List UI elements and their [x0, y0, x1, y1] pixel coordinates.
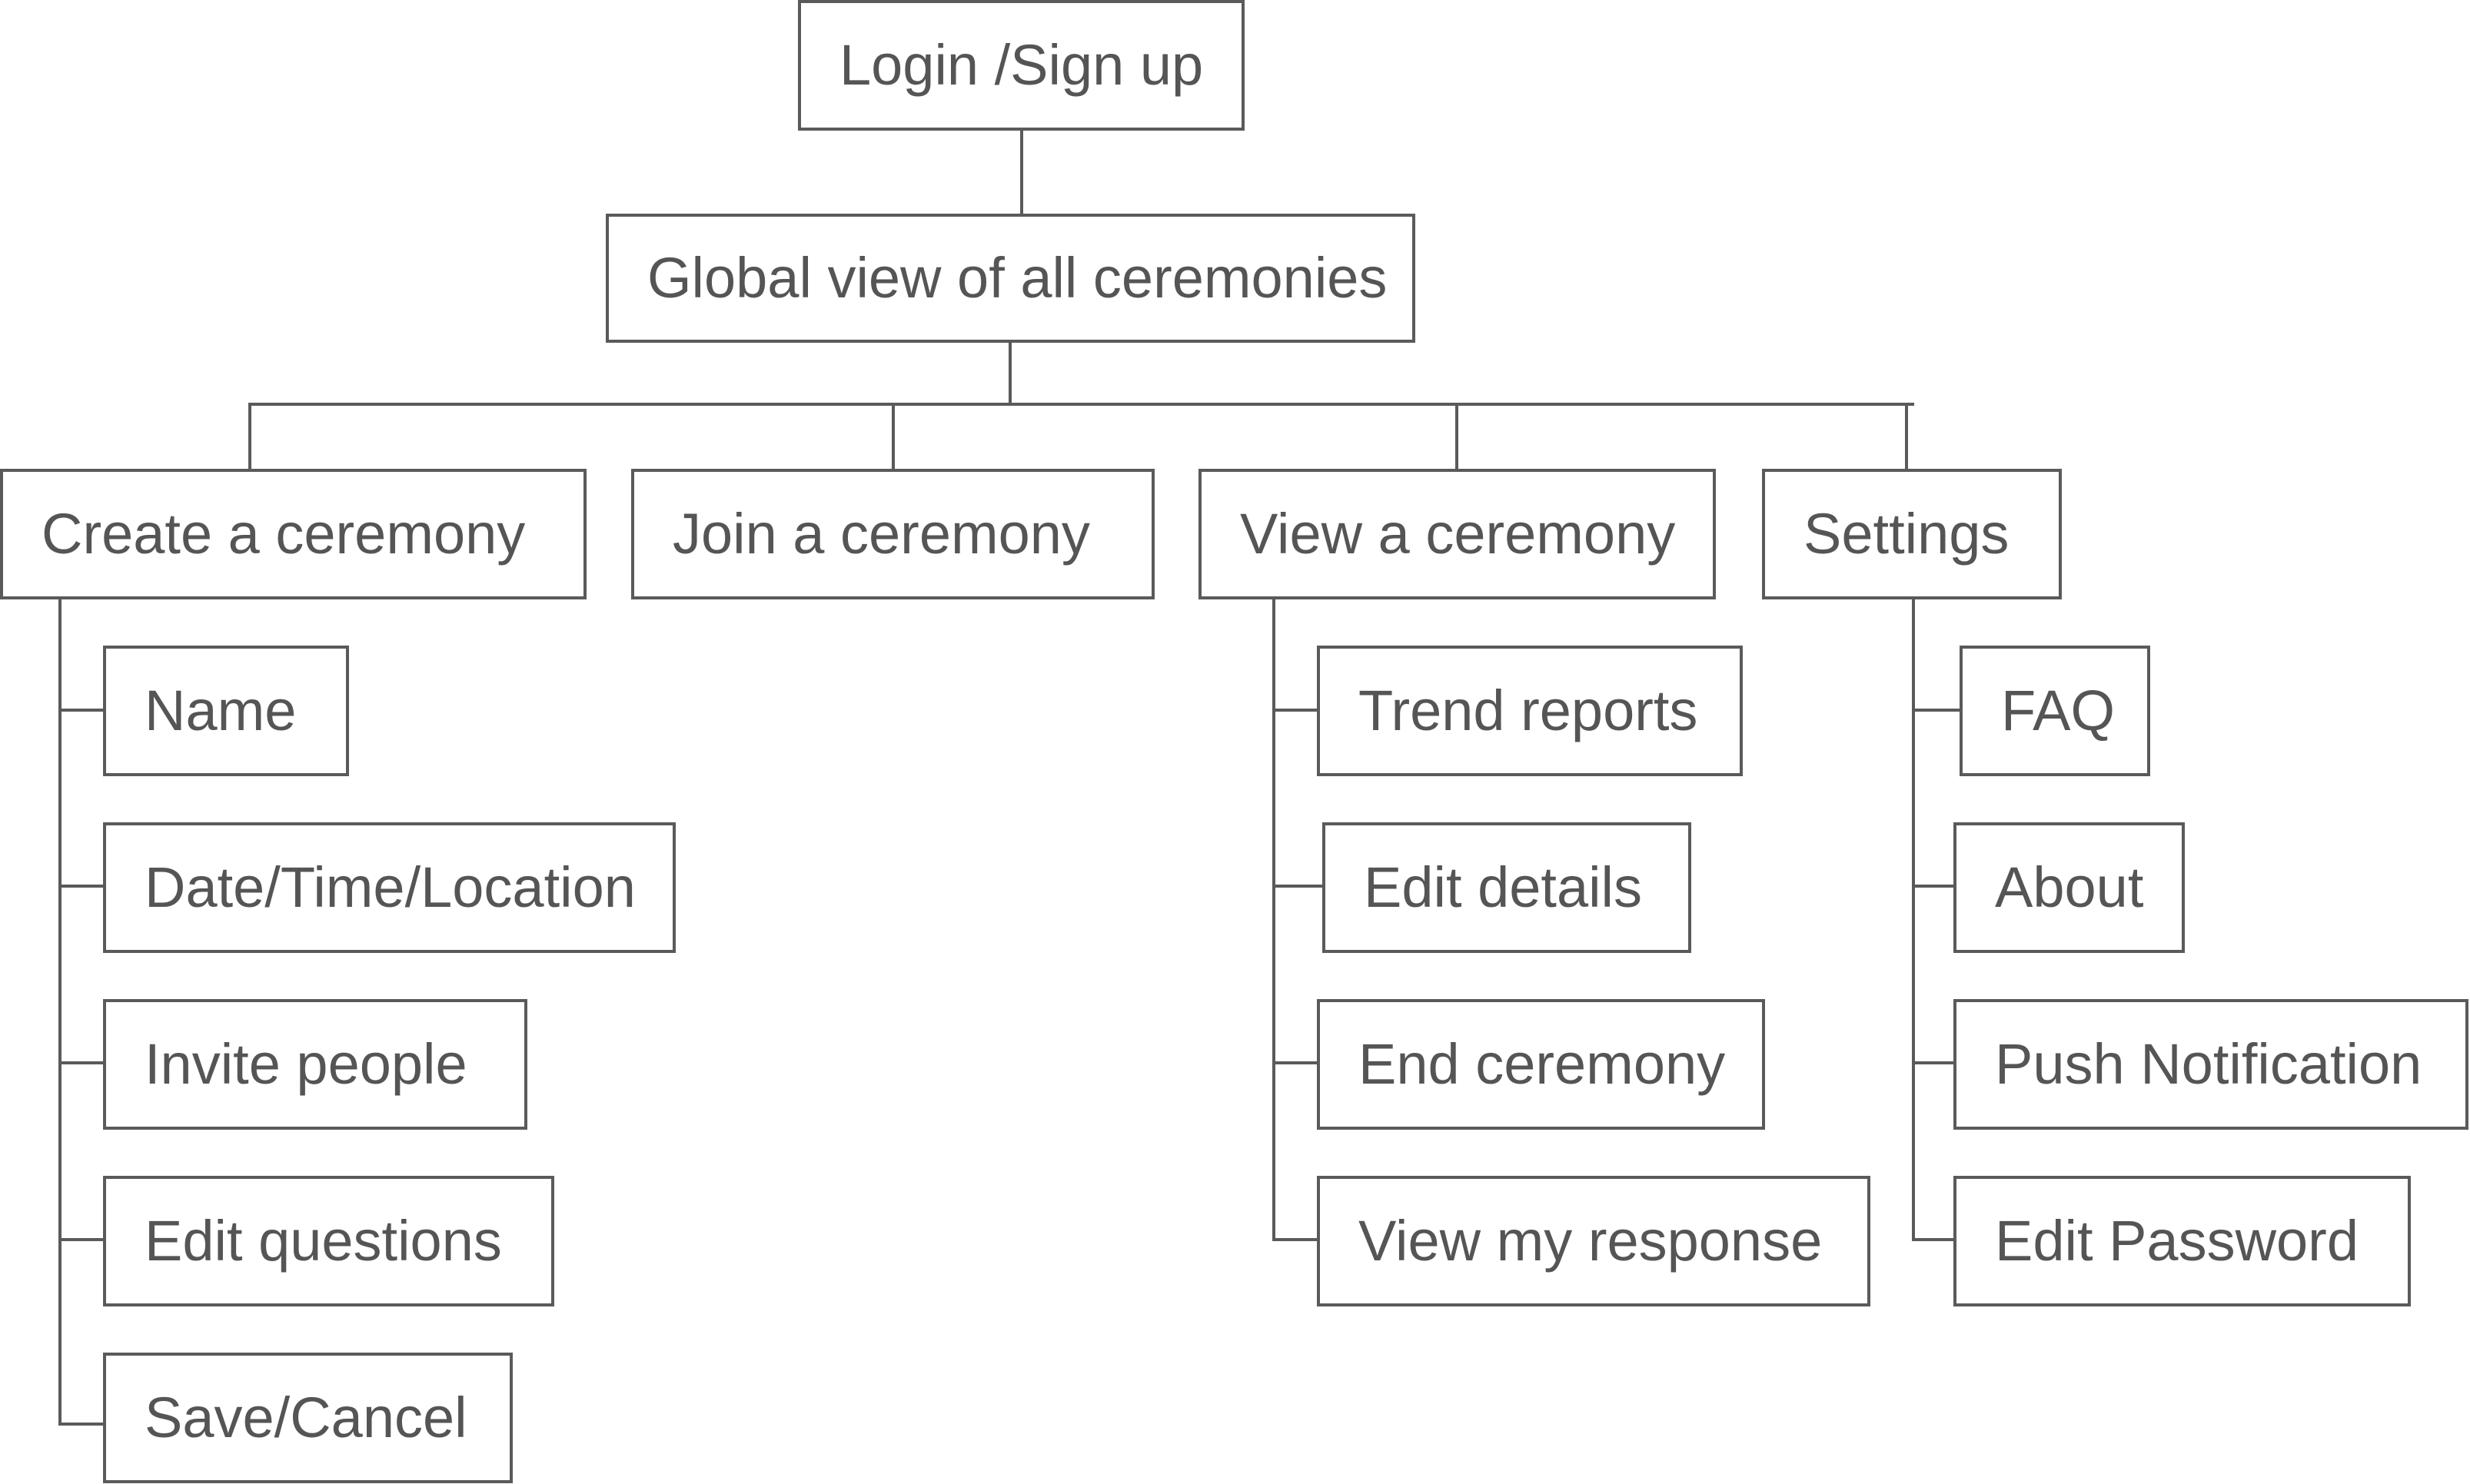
node-join-ceremony: Join a ceremony [631, 469, 1155, 599]
connector-create-child-5 [58, 1423, 105, 1426]
connector-create-child-4 [58, 1238, 105, 1241]
connector-create-vertical [58, 598, 62, 1426]
connector-view-child-4 [1272, 1238, 1318, 1241]
node-about: About [1953, 822, 2185, 953]
connector-settings-child-2 [1912, 885, 1955, 888]
node-view-ceremony: View a ceremony [1198, 469, 1716, 599]
connector-global-bus [1009, 343, 1012, 406]
connector-settings-child-3 [1912, 1061, 1955, 1064]
node-date-time-location: Date/Time/Location [103, 822, 676, 953]
connector-create-child-3 [58, 1061, 105, 1064]
node-login-signup: Login /Sign up [798, 0, 1245, 131]
connector-settings-vertical [1912, 598, 1915, 1241]
node-global-view: Global view of all ceremonies [606, 214, 1415, 343]
connector-settings-child-1 [1912, 709, 1961, 712]
connector-view-child-2 [1272, 885, 1324, 888]
node-settings: Settings [1762, 469, 2062, 599]
node-save-cancel: Save/Cancel [103, 1353, 513, 1483]
node-faq: FAQ [1960, 646, 2150, 776]
node-end-ceremony: End ceremony [1317, 999, 1765, 1130]
connector-bus-create [248, 403, 251, 469]
node-invite-people: Invite people [103, 999, 527, 1130]
connector-horizontal-bus [248, 403, 1914, 406]
connector-bus-join [892, 403, 895, 469]
connector-view-vertical [1272, 598, 1275, 1241]
node-name: Name [103, 646, 349, 776]
node-edit-details: Edit details [1322, 822, 1691, 953]
connector-create-child-2 [58, 885, 105, 888]
connector-view-child-1 [1272, 709, 1318, 712]
node-trend-reports: Trend reports [1317, 646, 1743, 776]
connector-bus-view [1455, 403, 1458, 469]
node-edit-questions: Edit questions [103, 1176, 554, 1306]
connector-view-child-3 [1272, 1061, 1318, 1064]
node-push-notification: Push Notification [1953, 999, 2468, 1130]
connector-bus-settings [1905, 403, 1908, 469]
connector-root-global [1020, 131, 1023, 214]
connector-create-child-1 [58, 709, 105, 712]
node-edit-password: Edit Password [1953, 1176, 2411, 1306]
node-create-ceremony: Create a ceremony [0, 469, 587, 599]
node-view-my-response: View my response [1317, 1176, 1870, 1306]
connector-settings-child-4 [1912, 1238, 1955, 1241]
